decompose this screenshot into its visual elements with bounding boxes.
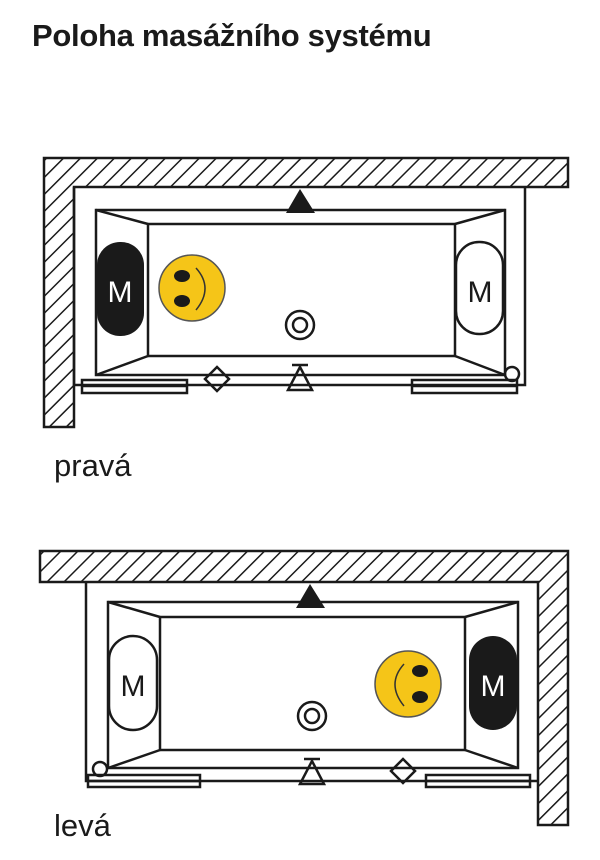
enclosure-frame — [72, 187, 527, 387]
motor-label: M — [108, 276, 133, 309]
triangle-filled-icon — [296, 584, 325, 608]
triangle-outline-icon — [285, 364, 315, 392]
motor-pillow-active — [469, 636, 517, 730]
diagram-leva: M M — [38, 549, 570, 827]
drain-icon — [284, 309, 316, 341]
tub-outer — [106, 600, 520, 770]
diamond-icon — [389, 757, 417, 785]
motor-pillow-active — [97, 242, 144, 336]
smiley-icon — [158, 254, 226, 322]
motor-label: M — [481, 670, 506, 703]
tub-edges — [107, 600, 519, 770]
motor-label: M — [121, 670, 146, 703]
wall — [38, 549, 570, 827]
motor-label: M — [468, 276, 493, 309]
motor-pillow — [454, 240, 505, 336]
page-title: Poloha masážního systému — [32, 18, 432, 53]
diamond-icon — [203, 365, 231, 393]
tub-edges — [95, 208, 506, 377]
triangle-outline-icon — [297, 758, 327, 786]
smiley-icon — [374, 650, 442, 718]
diagram-prava: M M — [42, 156, 570, 429]
tub-inner — [158, 615, 467, 752]
drain-icon — [296, 700, 328, 732]
diagram-label-prava: pravá — [54, 448, 132, 483]
diagram-label-leva: levá — [54, 808, 111, 843]
triangle-filled-icon — [286, 189, 315, 213]
enclosure-frame — [84, 582, 538, 783]
motor-pillow — [107, 634, 159, 732]
tub-outer — [94, 208, 507, 377]
